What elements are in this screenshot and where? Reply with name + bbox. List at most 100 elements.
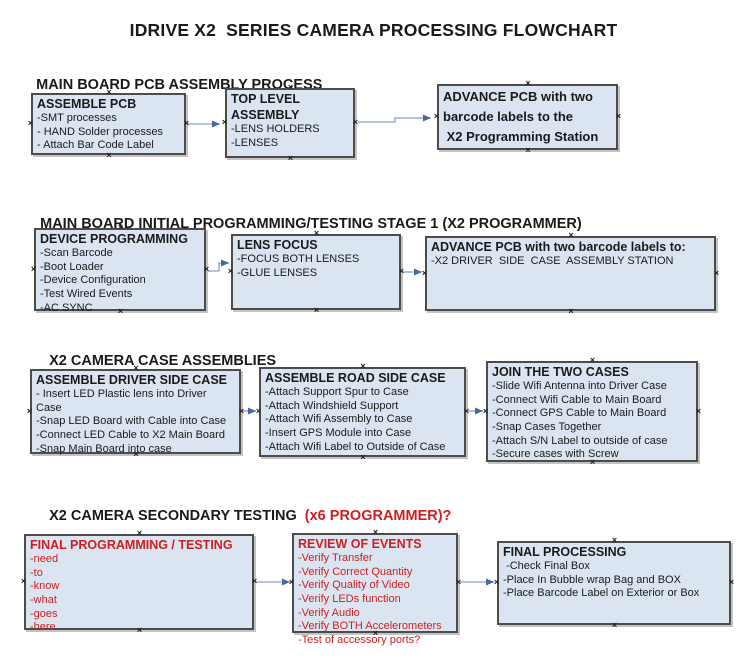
box-item: -FOCUS BOTH LENSES xyxy=(237,253,360,265)
connection-point-icon: × xyxy=(713,267,720,278)
box-item: -Connect LED Cable to X2 Main Board xyxy=(36,428,225,441)
box-item: -Attach Windshield Support xyxy=(265,399,399,412)
box-title: ADVANCE PCB with two barcode labels to: xyxy=(431,240,686,254)
box-item: -Attach Wifi Assembly to Case xyxy=(265,413,413,426)
box-title: ASSEMBLE DRIVER SIDE CASE xyxy=(36,373,228,387)
section-header-pcb-assembly: MAIN BOARD PCB ASSEMBLY PROCESS xyxy=(20,61,322,109)
box-title: FINAL PROGRAMMING / TESTING xyxy=(30,538,233,552)
box-title: ADVANCE PCB with two barcode labels to t… xyxy=(443,89,599,145)
flow-box-assemble-pcb: ASSEMBLE PCB -SMT processes- HAND Solder… xyxy=(28,88,189,160)
box-item: -Attach Support Spur to Case xyxy=(265,386,409,398)
box-item: -know xyxy=(30,580,60,593)
box-item: -to xyxy=(30,566,43,579)
box-item: - Attach Bar Code Label xyxy=(37,139,154,152)
box-title: ASSEMBLE ROAD SIDE CASE xyxy=(265,371,446,385)
connection-point-icon: × xyxy=(455,577,462,587)
arrow-top-level-to-advance-pcb xyxy=(358,114,431,123)
connection-point-icon: × xyxy=(352,117,359,127)
box-item: -Check Final Box xyxy=(503,560,590,572)
flow-box-review-of-events: REVIEW OF EVENTS -Verify Transfer-Verify… xyxy=(289,528,461,646)
arrow-device-prog-to-lens-focus xyxy=(208,259,229,272)
box-item: -Snap Cases Together xyxy=(492,420,602,433)
box-item: -need xyxy=(30,553,59,565)
page-title: IDRIVE X2 SERIES CAMERA PROCESSING FLOWC… xyxy=(129,20,618,40)
box-item: -AC SYNC xyxy=(40,301,93,314)
connection-point-icon: × xyxy=(493,577,500,587)
flow-box-final-programming-testing: FINAL PROGRAMMING / TESTING -need-to-kno… xyxy=(21,529,257,635)
flow-box-final-processing: FINAL PROCESSING -Check Final Box-Place … xyxy=(494,536,734,630)
box-item: -Verify BOTH Accelerometers xyxy=(298,620,442,633)
flow-box-lens-focus: LENS FOCUS -FOCUS BOTH LENSES-GLUE LENSE… xyxy=(228,229,404,315)
box-items: - Insert LED Plastic lens into Driver Ca… xyxy=(36,388,235,456)
connection-point-icon: × xyxy=(728,577,735,587)
box-item: -SMT processes xyxy=(37,112,117,124)
connection-point-icon: × xyxy=(238,405,245,416)
section-header-red-suffix: (x6 PROGRAMMER)? xyxy=(300,508,452,524)
connection-point-icon: × xyxy=(288,577,295,587)
box-items: -Verify Transfer-Verify Correct Quantity… xyxy=(298,552,452,647)
box-items: -LENS HOLDERS-LENSES xyxy=(231,123,349,150)
box-item: -Place Barcode Label on Exterior or Box xyxy=(503,587,700,600)
section-header-case-assemblies: X2 CAMERA CASE ASSEMBLIES xyxy=(33,337,276,385)
connection-point-icon: × xyxy=(433,111,440,121)
connection-point-icon: × xyxy=(615,111,622,121)
box-title: REVIEW OF EVENTS xyxy=(298,537,422,551)
box-item: -Place In Bubble wrap Bag and BOX xyxy=(503,573,681,586)
connection-point-icon: × xyxy=(183,118,190,128)
connection-point-icon: × xyxy=(221,117,228,127)
box-items: -SMT processes- HAND Solder processes- A… xyxy=(37,112,180,153)
box-items: -need-to-know-what-goes-here xyxy=(30,553,248,635)
connection-point-icon: × xyxy=(482,405,489,416)
box-item: -what xyxy=(30,593,57,606)
box-item: -Verify Correct Quantity xyxy=(298,565,413,578)
box-item: -Boot Loader xyxy=(40,260,104,273)
flow-box-assemble-driver-side-case: ASSEMBLE DRIVER SIDE CASE - Insert LED P… xyxy=(27,364,244,459)
box-item: -Snap LED Board with Cable into Case xyxy=(36,415,227,428)
box-items: -FOCUS BOTH LENSES-GLUE LENSES xyxy=(237,253,395,280)
section-header-secondary-testing: X2 CAMERA SECONDARY TESTING (x6 PROGRAMM… xyxy=(33,492,451,540)
box-item: -Test of accessory ports? xyxy=(298,633,421,646)
connection-point-icon: × xyxy=(463,406,470,416)
connection-point-icon: × xyxy=(255,406,262,416)
connection-point-icon: × xyxy=(421,267,428,278)
box-item: -Verify Audio xyxy=(298,606,360,619)
box-title: TOP LEVEL ASSEMBLY xyxy=(231,92,303,122)
box-items: -Attach Support Spur to Case-Attach Wind… xyxy=(265,386,460,454)
box-item: -Verify LEDs function xyxy=(298,592,401,605)
box-title: ASSEMBLE PCB xyxy=(37,97,137,111)
box-item: -goes xyxy=(30,607,58,620)
box-items: -X2 DRIVER SIDE CASE ASSEMBLY STATION xyxy=(431,255,710,269)
flow-box-advance-pcb-driver-side: ADVANCE PCB with two barcode labels to: … xyxy=(422,231,719,316)
box-items: -Slide Wifi Antenna into Driver Case-Con… xyxy=(492,380,692,462)
box-item: -Attach S/N Label to outside of case xyxy=(492,434,668,447)
flow-box-top-level-assembly: TOP LEVEL ASSEMBLY -LENS HOLDERS-LENSES … xyxy=(222,83,358,163)
flow-box-device-programming: DEVICE PROGRAMMING -Scan Barcode-Boot Lo… xyxy=(31,223,209,316)
section-header-text: MAIN BOARD PCB ASSEMBLY PROCESS xyxy=(36,77,323,93)
box-item: -Slide Wifi Antenna into Driver Case xyxy=(492,380,667,392)
connection-point-icon: × xyxy=(227,266,234,276)
box-item: -Verify Transfer xyxy=(298,552,373,564)
box-item: -Connect Wifi Cable to Main Board xyxy=(492,393,662,406)
section-header-text: X2 CAMERA CASE ASSEMBLIES xyxy=(49,353,277,369)
box-title: FINAL PROCESSING xyxy=(503,545,627,559)
connection-point-icon: × xyxy=(360,452,366,462)
connection-point-icon: × xyxy=(26,405,33,416)
box-item: -Secure cases with Screw xyxy=(492,448,619,461)
connection-point-icon: × xyxy=(611,620,618,630)
flow-box-advance-pcb-programming-station: ADVANCE PCB with two barcode labels to t… xyxy=(434,79,621,155)
box-item: -GLUE LENSES xyxy=(237,266,318,279)
connection-point-icon: × xyxy=(30,263,37,274)
box-item: - HAND Solder processes xyxy=(37,125,163,138)
box-item: -here xyxy=(30,621,56,634)
box-item: -Attach Wifi Label to Outside of Case xyxy=(265,440,446,453)
box-item: -Scan Barcode xyxy=(40,247,113,259)
box-title: DEVICE PROGRAMMING xyxy=(40,232,188,246)
box-item: -X2 DRIVER SIDE CASE ASSEMBLY STATION xyxy=(431,255,674,267)
box-item: -Snap Main Board into case xyxy=(36,442,172,455)
connection-point-icon: × xyxy=(287,153,294,163)
box-item: -LENSES xyxy=(231,136,279,149)
connection-point-icon: × xyxy=(251,576,258,586)
box-item: -Verify Quality of Video xyxy=(298,579,410,592)
flow-box-join-the-two-cases: JOIN THE TWO CASES -Slide Wifi Antenna i… xyxy=(483,356,701,467)
